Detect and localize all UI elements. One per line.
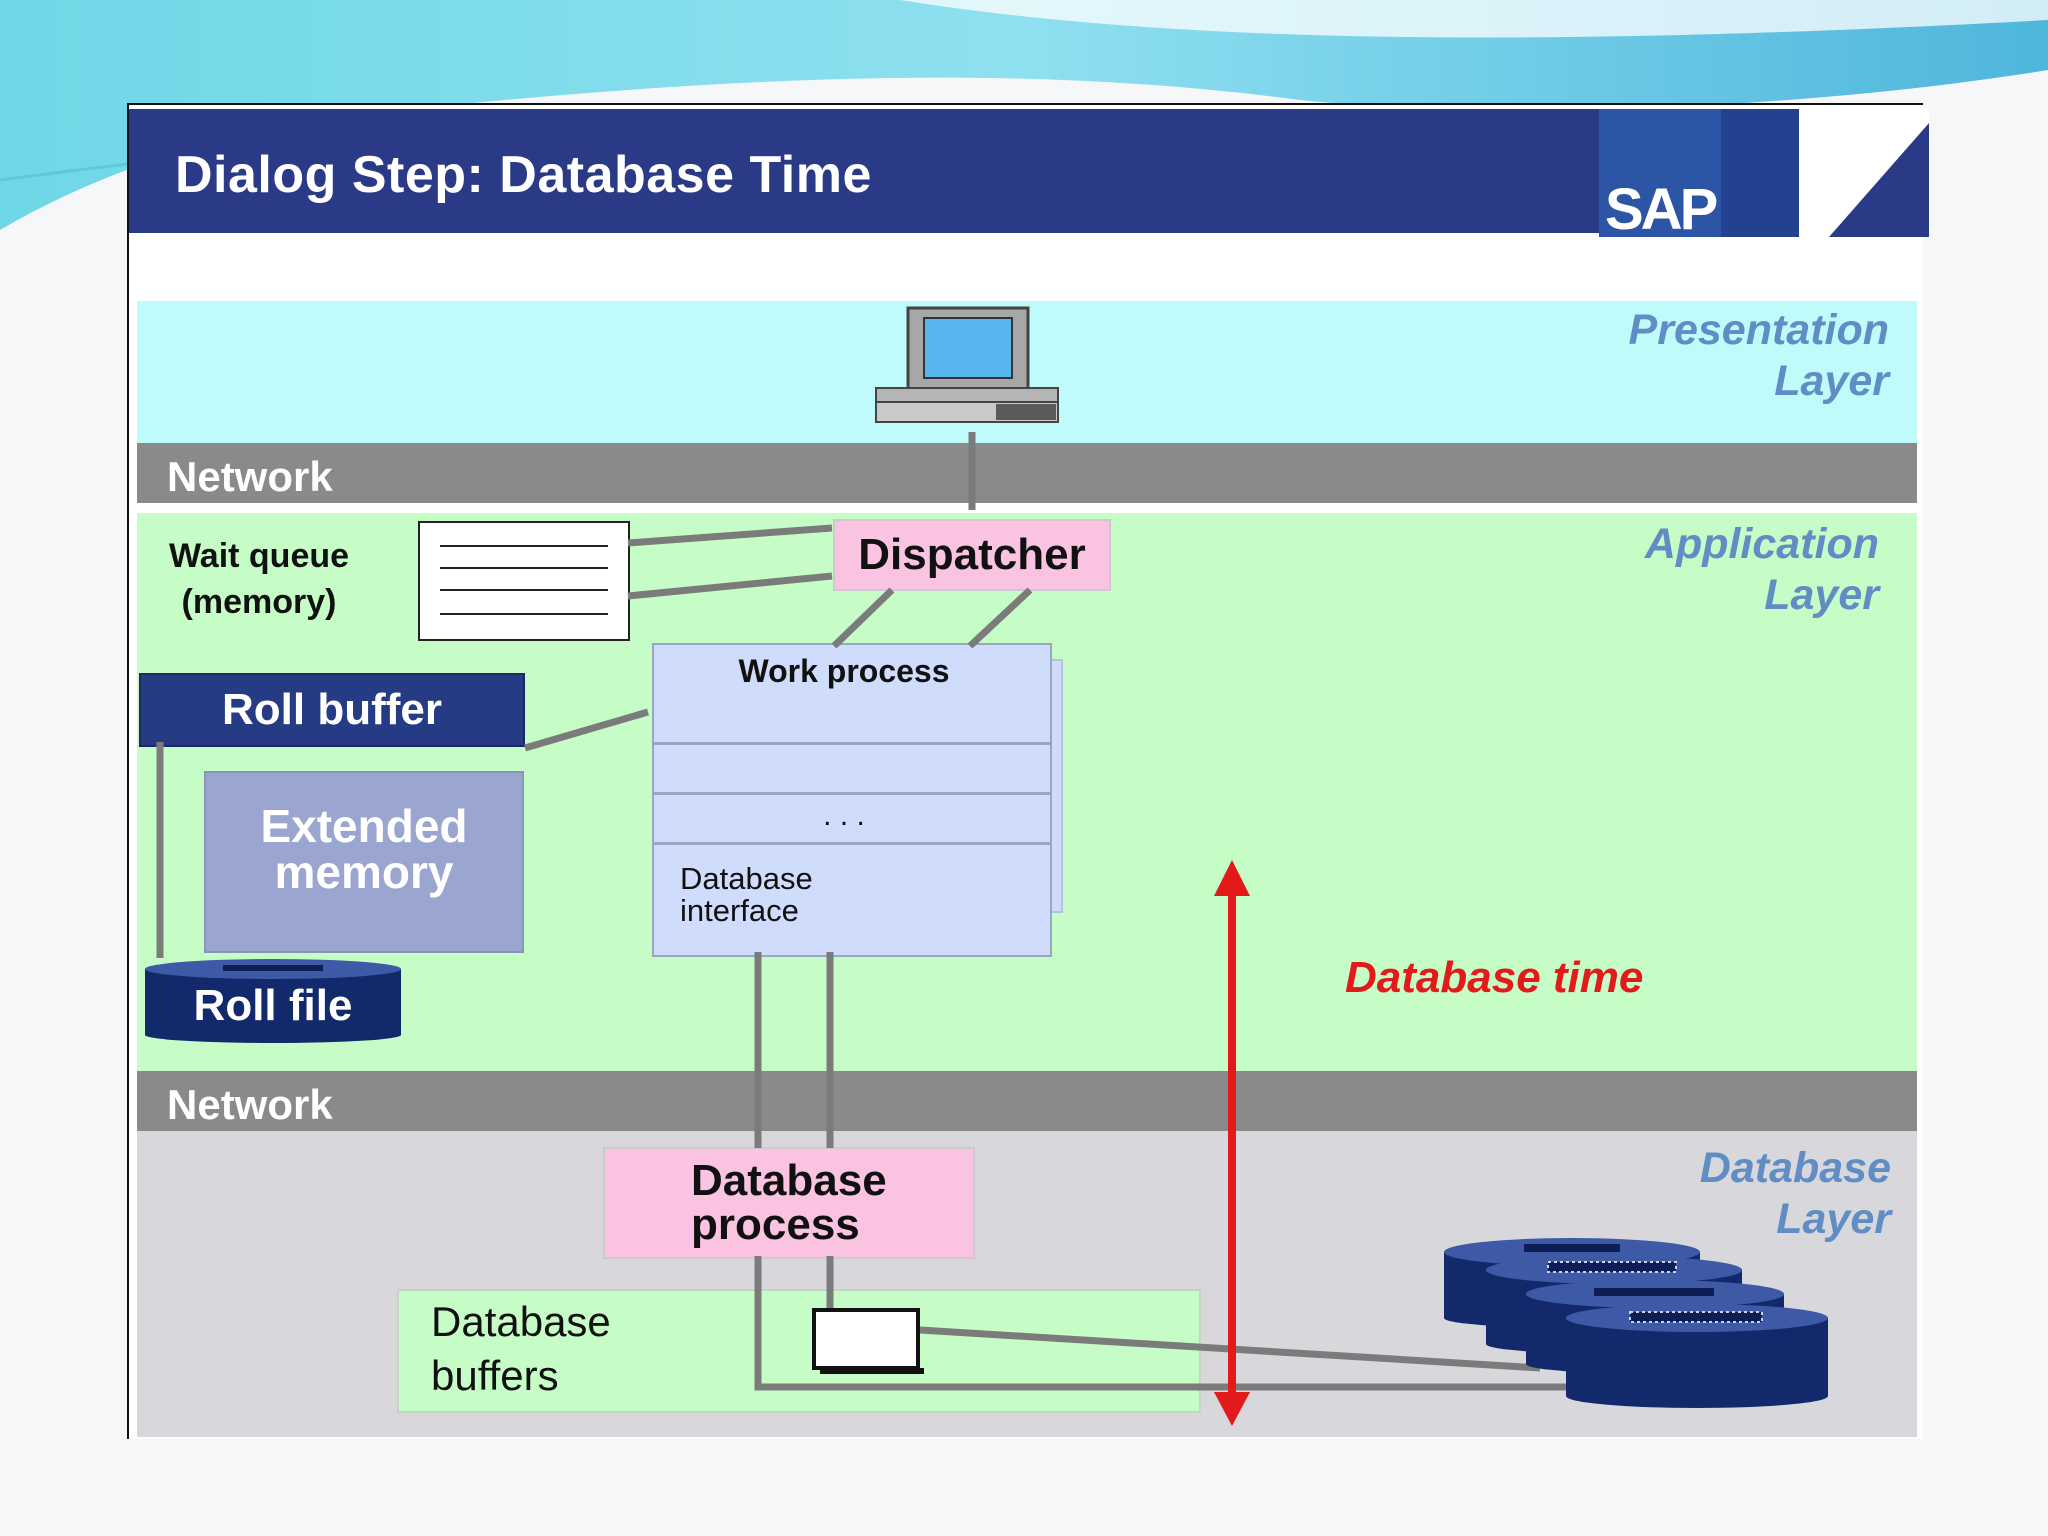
database-layer-label-line2: Layer (1776, 1195, 1891, 1243)
extended-memory-label-line1: Extended (260, 800, 468, 852)
slide-panel: Dialog Step: Database Time SAP Presentat… (127, 103, 1929, 1439)
wait-queue-label-line1: Wait queue (168, 537, 350, 575)
presentation-layer-label-line2: Layer (1774, 357, 1889, 405)
work-process-ellipsis-row: . . . (654, 795, 1050, 845)
dispatcher-label: Dispatcher (858, 530, 1086, 579)
slide-title: Dialog Step: Database Time (175, 146, 872, 204)
presentation-layer-label: Presentation Layer (1509, 305, 1889, 407)
roll-buffer-box: Roll buffer (139, 673, 525, 747)
database-buffers-line1: Database (431, 1298, 611, 1345)
work-process-ellipsis: . . . (823, 799, 865, 832)
database-layer-label-line1: Database (1699, 1144, 1891, 1192)
database-buffers-line2: buffers (431, 1352, 559, 1399)
wait-queue-label-line2: (memory) (181, 583, 337, 621)
roll-buffer-label: Roll buffer (222, 685, 442, 734)
work-process-title: Work process (738, 653, 950, 689)
queue-line (440, 567, 608, 569)
database-layer-label: Database Layer (1509, 1143, 1891, 1245)
network-band-lower: Network (137, 1071, 1917, 1131)
database-buffers-label: Database buffers (431, 1295, 611, 1403)
network-label-lower: Network (167, 1081, 333, 1128)
work-process-header-row: Work process (654, 645, 1050, 745)
network-label-upper: Network (167, 453, 333, 500)
application-layer-label-line2: Layer (1764, 571, 1879, 619)
database-interface-line1: Database (680, 861, 813, 896)
work-process-box: Work process . . . Database interface (652, 643, 1052, 957)
roll-file-label: Roll file (193, 981, 353, 1030)
database-interface-line2: interface (680, 893, 799, 928)
database-process-line2: process (691, 1200, 860, 1249)
application-layer-label-line1: Application (1644, 520, 1879, 568)
roll-file-disk (145, 959, 401, 1043)
presentation-layer-label-line1: Presentation (1628, 306, 1889, 354)
extended-memory-box: Extended memory (204, 771, 524, 953)
network-band-upper: Network (137, 443, 1917, 503)
database-process-box: Database process (603, 1147, 975, 1259)
dispatcher-box: Dispatcher (833, 519, 1111, 591)
queue-line (440, 545, 608, 547)
title-bar: Dialog Step: Database Time SAP (129, 109, 1929, 237)
database-interface-label: Database interface (680, 863, 813, 927)
sap-logo: SAP (1599, 109, 1929, 237)
svg-text:SAP: SAP (1605, 177, 1717, 237)
queue-line (440, 589, 608, 591)
work-process-row (654, 745, 1050, 795)
wait-queue-label: Wait queue (memory) (159, 533, 359, 625)
wait-queue-box (418, 521, 630, 641)
extended-memory-label-line2: memory (274, 846, 454, 898)
database-time-label: Database time (1345, 953, 1644, 1002)
application-layer-label: Application Layer (1509, 519, 1879, 621)
database-process-line1: Database (691, 1156, 887, 1205)
queue-line (440, 613, 608, 615)
